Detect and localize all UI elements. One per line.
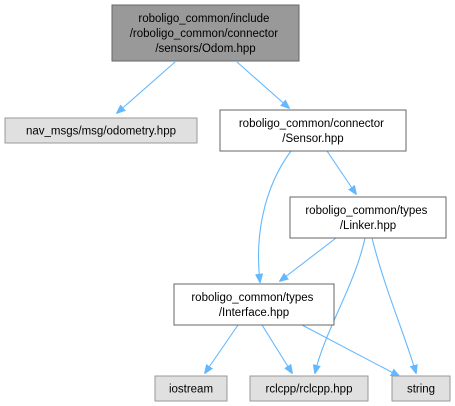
node-box xyxy=(391,375,451,402)
edge-interface-string xyxy=(301,324,399,376)
node-interface-hpp[interactable]: roboligo_common/types /Interface.hpp xyxy=(173,283,335,326)
edge-sensor-linker xyxy=(326,150,356,194)
svg-text:roboligo_common/include: roboligo_common/include /roboligo_common… xyxy=(130,13,282,55)
node-box xyxy=(154,375,228,402)
node-label-line: nav_msgs/msg/odometry.hpp xyxy=(26,126,176,138)
svg-text:roboligo_common/types /I: roboligo_common/types /Interface.hpp xyxy=(191,292,316,319)
edge-odom-odometry xyxy=(117,61,176,113)
node-box xyxy=(173,283,335,326)
edge-interface-iostream xyxy=(205,324,239,373)
node-label-line: /sensors/Odom.hpp xyxy=(155,43,255,55)
edge-sensor-interface xyxy=(259,150,292,282)
node-label-line: rclcpp/rclcpp.hpp xyxy=(266,384,353,396)
node-string[interactable]: string xyxy=(391,375,451,402)
node-iostream[interactable]: iostream xyxy=(154,375,228,402)
node-label-line: /Interface.hpp xyxy=(219,307,289,319)
node-box xyxy=(219,109,407,152)
node-label-line: roboligo_common/include xyxy=(138,13,269,25)
edge-linker-string xyxy=(371,237,416,373)
node-label-line: /Sensor.hpp xyxy=(282,133,343,145)
edge-linker-interface xyxy=(280,237,337,281)
svg-text:iostream: iostream xyxy=(169,384,213,396)
node-label-line: roboligo_common/types xyxy=(305,205,427,217)
svg-text:nav_msgs/msg/odometry.hpp: nav_msgs/msg/odometry.hpp xyxy=(26,126,176,138)
edge-linker-rclcpp xyxy=(315,237,366,373)
node-sensor-hpp[interactable]: roboligo_common/connector /Sensor.hpp xyxy=(219,109,407,152)
node-linker-hpp[interactable]: roboligo_common/types /Linker.hpp xyxy=(289,196,447,239)
node-box xyxy=(289,196,447,239)
node-label-line: /Linker.hpp xyxy=(340,220,396,232)
svg-text:roboligo_common/connector: roboligo_common/connector /Sensor.hpp xyxy=(239,118,387,145)
node-box xyxy=(249,375,369,402)
node-label-line: roboligo_common/types xyxy=(191,292,313,304)
svg-text:roboligo_common/types /L: roboligo_common/types /Linker.hpp xyxy=(305,205,430,232)
edges xyxy=(117,61,416,376)
node-odom-hpp[interactable]: roboligo_common/include /roboligo_common… xyxy=(111,4,300,62)
edge-interface-rclcpp xyxy=(261,324,292,373)
node-label-line: /roboligo_common/connector xyxy=(130,28,278,40)
svg-text:string: string xyxy=(407,384,435,396)
node-box xyxy=(4,117,198,144)
svg-text:rclcpp/rclcpp.hpp: rclcpp/rclcpp.hpp xyxy=(266,384,353,396)
node-odometry-hpp[interactable]: nav_msgs/msg/odometry.hpp xyxy=(4,117,198,144)
node-label-line: string xyxy=(407,384,435,396)
node-box xyxy=(111,4,300,62)
node-rclcpp-hpp[interactable]: rclcpp/rclcpp.hpp xyxy=(249,375,369,402)
node-label-line: roboligo_common/connector xyxy=(239,118,384,130)
node-label-line: iostream xyxy=(169,384,213,396)
edge-odom-sensor xyxy=(236,61,289,108)
